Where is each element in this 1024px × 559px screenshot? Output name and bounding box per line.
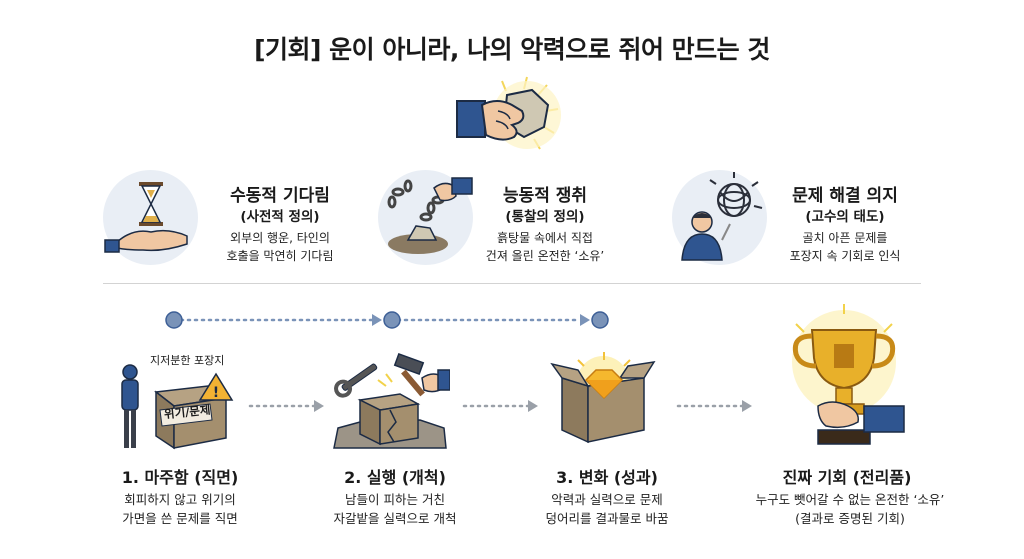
timeline-node-3 bbox=[591, 311, 609, 329]
person-with-tangled-knot-icon bbox=[672, 170, 767, 265]
concept-1-title: 수동적 기다림 bbox=[230, 186, 330, 206]
concept-3-desc: 골치 아픈 문제를 포장지 속 기회로 인식 bbox=[789, 231, 901, 263]
section-divider bbox=[103, 283, 921, 284]
progress-timeline bbox=[160, 308, 640, 332]
hand-pulling-chain-from-mud-icon bbox=[378, 170, 473, 265]
step-1-desc: 회피하지 않고 위기의 가면을 쓴 문제를 직면 bbox=[122, 492, 238, 526]
step-3-title: 3. 변화 (성과) bbox=[556, 468, 658, 487]
page-title: [기회] 운이 아니라, 나의 악력으로 쥐어 만드는 것 bbox=[254, 35, 770, 64]
hourglass-on-hand-icon bbox=[103, 170, 198, 265]
concept-1-subtitle: (사전적 정의) bbox=[240, 209, 320, 225]
step-1-top-label: 지저분한 포장지 bbox=[150, 354, 225, 367]
concept-3-subtitle: (고수의 태도) bbox=[805, 209, 885, 225]
open-box-gem-icon bbox=[548, 342, 658, 448]
final-desc: 누구도 뺏어갈 수 없는 온전한 ‘소유’ (결과로 증명된 기회) bbox=[755, 492, 945, 526]
hand-holding-trophy-icon bbox=[778, 302, 908, 452]
step-3-desc: 악력과 실력으로 문제 덩어리를 결과물로 바꿈 bbox=[545, 492, 669, 526]
concept-1-desc: 외부의 행운, 타인의 호출을 막연히 기다림 bbox=[226, 231, 334, 263]
svg-text:!: ! bbox=[213, 385, 219, 401]
concept-2-subtitle: (통찰의 정의) bbox=[505, 209, 585, 225]
person-facing-box-icon: ! bbox=[116, 364, 236, 454]
timeline-node-2 bbox=[383, 311, 401, 329]
step-1-title: 1. 마주함 (직면) bbox=[121, 468, 239, 487]
fist-gripping-rock-icon bbox=[452, 75, 562, 160]
concept-2-illustration bbox=[378, 170, 473, 265]
timeline-node-1 bbox=[165, 311, 183, 329]
concept-3-illustration bbox=[672, 170, 767, 265]
concept-2-title: 능동적 쟁취 bbox=[502, 186, 588, 206]
final-title: 진짜 기회 (전리품) bbox=[782, 468, 912, 487]
concept-1-illustration bbox=[103, 170, 198, 265]
step-2-title: 2. 실행 (개척) bbox=[344, 468, 446, 487]
arrow-2-icon bbox=[462, 398, 542, 414]
arrow-3-icon bbox=[676, 398, 756, 414]
concept-2-desc: 흙탕물 속에서 직접 건져 올린 온전한 ‘소유’ bbox=[485, 231, 605, 263]
step-2-desc: 남들이 피하는 거친 자갈밭을 실력으로 개척 bbox=[333, 492, 457, 526]
concept-3-title: 문제 해결 의지 bbox=[792, 186, 898, 206]
hammer-wrench-breaking-box-icon bbox=[330, 348, 450, 454]
arrow-1-icon bbox=[248, 398, 328, 414]
